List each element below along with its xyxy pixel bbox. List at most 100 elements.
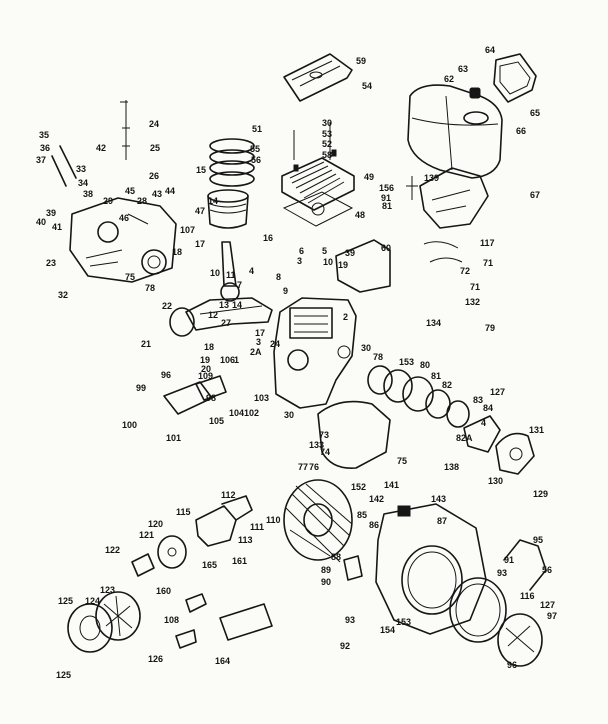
callout-100: 100 — [122, 420, 138, 430]
callout-99: 99 — [136, 383, 147, 393]
callout-79: 79 — [485, 323, 496, 333]
callout-81: 81 — [431, 371, 442, 381]
callout-98: 98 — [206, 393, 217, 403]
callout-75: 75 — [125, 272, 136, 282]
callout-4: 4 — [481, 418, 487, 428]
callout-42: 42 — [96, 143, 107, 153]
callout-84: 84 — [483, 403, 494, 413]
callout-73: 73 — [319, 430, 330, 440]
callout-93: 93 — [497, 568, 508, 578]
callout-3: 3 — [256, 337, 262, 347]
starter-cup — [67, 591, 141, 653]
callout-96: 96 — [507, 660, 518, 670]
callout-25: 25 — [150, 143, 161, 153]
baffle-plate — [335, 239, 391, 293]
callout-44: 44 — [165, 186, 176, 196]
callout-6: 6 — [299, 246, 305, 256]
callout-143: 143 — [431, 494, 447, 504]
callout-96: 96 — [161, 370, 172, 380]
callout-153: 153 — [399, 357, 415, 367]
callout-17: 17 — [255, 328, 266, 338]
governor-assembly — [463, 415, 535, 475]
callout-29: 29 — [103, 196, 114, 206]
fuel-tank — [407, 84, 503, 179]
callout-74: 74 — [320, 447, 331, 457]
callout-156: 156 — [379, 183, 395, 193]
callout-80: 80 — [420, 360, 431, 370]
callout-21: 21 — [141, 339, 152, 349]
callout-117: 117 — [480, 238, 495, 248]
cylinder-head — [281, 149, 355, 211]
callout-19: 19 — [338, 260, 349, 270]
callout-104: 104 — [229, 408, 245, 418]
callout-46: 46 — [119, 213, 130, 223]
callout-78: 78 — [373, 352, 384, 362]
callout-125: 125 — [58, 596, 74, 606]
callout-101: 101 — [166, 433, 182, 443]
callout-7: 7 — [237, 280, 243, 290]
callout-127: 127 — [490, 387, 506, 397]
callout-111: 111 — [250, 522, 265, 532]
callout-14: 14 — [232, 300, 243, 310]
callout-154: 154 — [380, 625, 396, 635]
callout-138: 138 — [444, 462, 460, 472]
callout-102: 102 — [244, 408, 260, 418]
gasket — [163, 375, 227, 415]
condenser — [131, 553, 155, 577]
air-cleaner-cover — [283, 53, 353, 102]
callout-110: 110 — [266, 515, 281, 525]
callout-5: 5 — [322, 246, 328, 256]
callout-91: 91 — [381, 193, 392, 203]
flywheel — [283, 479, 353, 563]
callout-83: 83 — [473, 395, 484, 405]
callout-97: 97 — [547, 611, 558, 621]
callout-139: 139 — [424, 173, 440, 183]
callout-12: 12 — [208, 310, 219, 320]
callout-54: 54 — [362, 81, 373, 91]
callout-120: 120 — [148, 519, 164, 529]
callout-11: 11 — [226, 270, 236, 280]
callout-78: 78 — [145, 283, 156, 293]
carburetor — [51, 145, 177, 283]
callout-15: 15 — [196, 165, 207, 175]
callout-107: 107 — [180, 225, 196, 235]
callout-58: 58 — [322, 150, 333, 160]
callout-40: 40 — [36, 217, 47, 227]
callout-152: 152 — [351, 482, 367, 492]
air-deflector — [317, 400, 391, 469]
callout-112: 112 — [221, 490, 236, 500]
callout-165: 165 — [202, 560, 218, 570]
callout-90: 90 — [321, 577, 332, 587]
callout-56: 56 — [251, 155, 262, 165]
callout-108: 108 — [164, 615, 180, 625]
callout-85: 85 — [357, 510, 368, 520]
head-gasket — [282, 191, 354, 227]
callout-122: 122 — [105, 545, 121, 555]
callout-26: 26 — [149, 171, 160, 181]
callout-10: 10 — [210, 268, 221, 278]
callout-71: 71 — [470, 282, 481, 292]
callout-17: 17 — [195, 239, 206, 249]
callout-88: 88 — [331, 552, 342, 562]
callout-65: 65 — [530, 108, 541, 118]
callout-28: 28 — [137, 196, 148, 206]
callout-39: 39 — [345, 248, 356, 258]
callout-27: 27 — [221, 318, 232, 328]
callout-14: 14 — [208, 196, 219, 206]
breaker-plate — [157, 535, 187, 569]
callout-55: 55 — [250, 144, 261, 154]
callout-3: 3 — [297, 256, 303, 266]
rotating-screen — [449, 577, 507, 643]
callout-49: 49 — [364, 172, 375, 182]
muffler-shield — [419, 167, 489, 229]
ignition-coil — [195, 495, 253, 547]
callout-30: 30 — [322, 118, 333, 128]
callout-9: 9 — [283, 286, 289, 296]
blower-housing — [375, 503, 487, 635]
callout-77: 77 — [298, 462, 309, 472]
callout-2: 2 — [343, 312, 349, 322]
callout-82: 82 — [442, 380, 453, 390]
callout-134: 134 — [426, 318, 442, 328]
callout-24: 24 — [149, 119, 160, 129]
